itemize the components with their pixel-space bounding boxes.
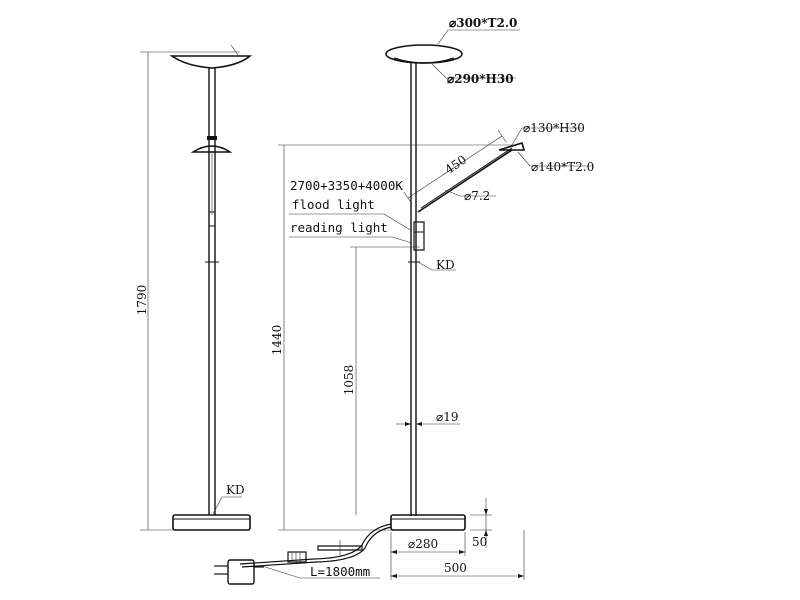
- base-diameter-label: ⌀280: [408, 537, 438, 551]
- base-height-label: 50: [472, 535, 487, 549]
- flood-height-label: 1440: [270, 325, 284, 356]
- power-adapter: [227, 559, 255, 585]
- left-base: [172, 514, 251, 531]
- arm-length-label: 450: [442, 152, 469, 176]
- right-lamp: 1440 1058 ⌀300*T2.0 ⌀290*H30 450 ⌀130*H3…: [270, 16, 594, 580]
- base-width-label: 500: [444, 561, 467, 575]
- flood-head: [385, 44, 463, 64]
- kd-switch-label: KD: [436, 258, 455, 272]
- cable-length-label: L=1800mm: [310, 564, 370, 579]
- reading-head-top-label: ⌀130*H30: [523, 121, 585, 135]
- reading-height-label: 1058: [342, 365, 356, 396]
- dimmer-switch: [413, 221, 425, 251]
- left-reading-head: [190, 145, 233, 153]
- arm-length-line: [407, 135, 503, 199]
- pole-diameter-label: ⌀19: [436, 410, 459, 424]
- height-total-label: 1790: [135, 285, 149, 316]
- left-head: [169, 55, 253, 69]
- flood-light-label: flood light: [292, 197, 375, 212]
- reading-head: [498, 141, 526, 151]
- left-head-leader: [230, 44, 239, 56]
- right-base: [390, 514, 466, 531]
- head-bottom-label: ⌀290*H30: [447, 72, 514, 86]
- left-switch: [208, 211, 216, 227]
- power-cable: L=1800mm: [214, 523, 392, 585]
- arm-diameter-label: ⌀7.2: [464, 189, 490, 203]
- reading-head-bottom-label: ⌀140*T2.0: [531, 160, 594, 174]
- reading-arm: [417, 149, 513, 213]
- left-lamp: 1790 KD: [135, 44, 253, 531]
- kd-base-label: KD: [226, 483, 245, 497]
- inline-connector: [287, 551, 307, 563]
- color-temp-label: 2700+3350+4000K: [290, 178, 403, 193]
- reading-light-label: reading light: [290, 220, 388, 235]
- left-joint: [207, 136, 217, 140]
- head-top-label: ⌀300*T2.0: [449, 16, 517, 30]
